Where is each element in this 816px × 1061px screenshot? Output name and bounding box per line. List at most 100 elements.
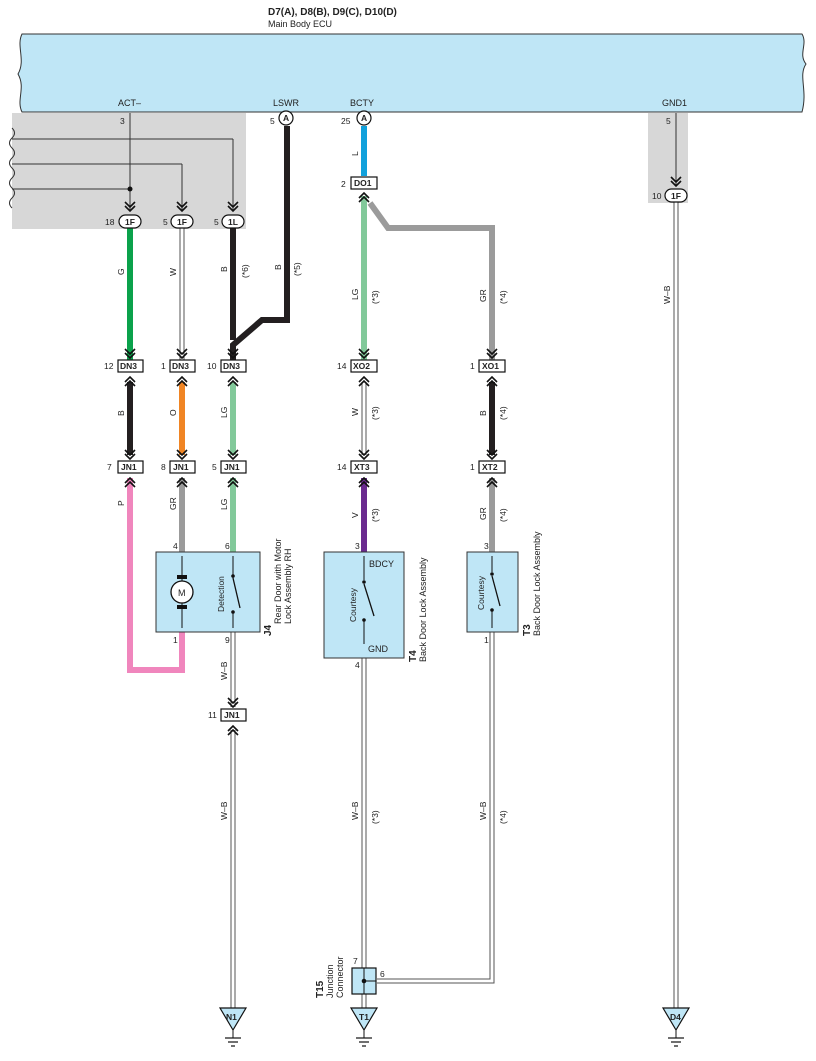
- note-4-b: (*4): [498, 406, 508, 420]
- j4-pin4: 4: [173, 541, 178, 551]
- connector-1l-b: 1L: [221, 201, 245, 229]
- ground-t1: T1: [349, 1007, 379, 1047]
- svg-text:JN1: JN1: [224, 462, 240, 472]
- junction-internal-lines: [9, 113, 234, 210]
- note-4-d: (*4): [498, 810, 508, 824]
- label-b-6: B: [219, 266, 229, 272]
- main-body-ecu: [17, 33, 807, 113]
- t4-id: T4: [408, 650, 419, 662]
- svg-text:XT3: XT3: [354, 462, 370, 472]
- label-wb-j4: W–B: [219, 661, 229, 680]
- t4-name: Back Door Lock Assembly: [418, 557, 428, 662]
- svg-text:XT2: XT2: [482, 462, 498, 472]
- lswr-pin: 5: [270, 116, 275, 126]
- svg-text:N1: N1: [226, 1012, 237, 1022]
- t4-back-door-lock: Courtesy BDCY GND: [323, 551, 405, 659]
- lswr-terminal-label: LSWR: [273, 98, 300, 108]
- act-terminal-label: ACT–: [118, 98, 141, 108]
- dn3-b-pin: 10: [207, 361, 217, 371]
- t15-pin6: 6: [380, 969, 385, 979]
- note-3-b: (*3): [370, 406, 380, 420]
- svg-text:JN1: JN1: [121, 462, 137, 472]
- label-gr-t3: GR: [478, 507, 488, 520]
- connector-do1: DO1: [350, 176, 378, 203]
- label-p: P: [116, 500, 126, 506]
- note-3-d: (*3): [370, 810, 380, 824]
- connector-dn3-w: DN3: [169, 348, 196, 387]
- junction-block-left: [12, 113, 246, 229]
- t3-id: T3: [522, 624, 533, 636]
- t4-pin4: 4: [355, 660, 360, 670]
- label-l: L: [350, 151, 360, 156]
- jn1-gnd-pin: 11: [208, 710, 217, 720]
- jc-w-pin: 5: [163, 217, 168, 227]
- connector-dn3-g: DN3: [117, 348, 144, 387]
- t3-pin1: 1: [484, 635, 489, 645]
- wire-b-5: [230, 126, 290, 360]
- label-wb-jn1: W–B: [219, 801, 229, 820]
- connector-1f-gnd: 1F: [664, 176, 688, 203]
- svg-text:JN1: JN1: [173, 462, 189, 472]
- t15-name-1: Junction: [325, 964, 335, 998]
- t15-junction-connector: [351, 967, 377, 995]
- label-gr-xo1: GR: [478, 289, 488, 302]
- svg-text:M: M: [178, 588, 186, 598]
- ecu-ids: D7(A), D8(B), D9(C), D10(D): [268, 7, 397, 18]
- label-lg-j4: LG: [219, 499, 229, 510]
- jc-g-pin: 18: [105, 217, 115, 227]
- junction-block-right: [648, 113, 688, 203]
- j4-rear-door-lock: M Detection: [155, 551, 261, 633]
- j4-pin1: 1: [173, 635, 178, 645]
- connector-dn3-b: DN3: [220, 348, 247, 387]
- note-3-c: (*3): [370, 508, 380, 522]
- connector-1f-g: 1F: [118, 201, 142, 229]
- j4-pin9: 9: [225, 635, 230, 645]
- t15-pin7: 7: [353, 956, 358, 966]
- label-lg-dn3: LG: [219, 407, 229, 418]
- svg-text:1L: 1L: [228, 217, 238, 227]
- xo1-pin: 1: [470, 361, 475, 371]
- label-v: V: [350, 512, 360, 518]
- note-3-a: (*3): [370, 290, 380, 304]
- jn1-lg-pin: 5: [212, 462, 217, 472]
- svg-text:DN3: DN3: [223, 361, 240, 371]
- t3-back-door-lock: Courtesy: [466, 551, 519, 633]
- do1-pin: 2: [341, 179, 346, 189]
- t3-name: Back Door Lock Assembly: [532, 531, 542, 636]
- ecu-name: Main Body ECU: [268, 19, 332, 29]
- jn1-o-pin: 8: [161, 462, 166, 472]
- svg-text:T1: T1: [359, 1012, 369, 1022]
- connector-xt3: XT3: [350, 449, 378, 488]
- svg-text:A: A: [283, 113, 289, 123]
- jn1-p-pin: 7: [107, 462, 112, 472]
- svg-text:DO1: DO1: [354, 178, 372, 188]
- t15-name-2: Connector: [335, 956, 345, 998]
- svg-text:A: A: [361, 113, 367, 123]
- svg-text:DN3: DN3: [120, 361, 137, 371]
- connector-a-lswr: A: [278, 110, 294, 126]
- svg-text:Detection: Detection: [216, 576, 226, 612]
- xo2-pin: 14: [337, 361, 347, 371]
- bcty-pin: 25: [341, 116, 351, 126]
- label-w-xo2: W: [350, 408, 360, 416]
- svg-text:Courtesy: Courtesy: [348, 587, 358, 622]
- svg-text:1F: 1F: [125, 217, 135, 227]
- j4-id: J4: [263, 624, 274, 636]
- label-gr-j4: GR: [168, 497, 178, 510]
- connector-jn1-o: JN1: [169, 449, 196, 488]
- t3-pin3: 3: [484, 541, 489, 551]
- note-5: (*5): [292, 262, 302, 276]
- label-w: W: [168, 268, 178, 276]
- t4-pin3: 3: [355, 541, 360, 551]
- wire-gr-do1: [367, 201, 495, 360]
- note-6: (*6): [240, 264, 250, 278]
- j4-pin6: 6: [225, 541, 230, 551]
- jc-b-pin: 5: [214, 217, 219, 227]
- connector-jn1-p: JN1: [117, 449, 144, 488]
- svg-text:D4: D4: [670, 1012, 681, 1022]
- gnd1-pin: 5: [666, 116, 671, 126]
- connector-xo2: XO2: [350, 348, 378, 387]
- wire-wb-t3: [377, 632, 495, 984]
- label-wb-gnd1: W–B: [662, 285, 672, 304]
